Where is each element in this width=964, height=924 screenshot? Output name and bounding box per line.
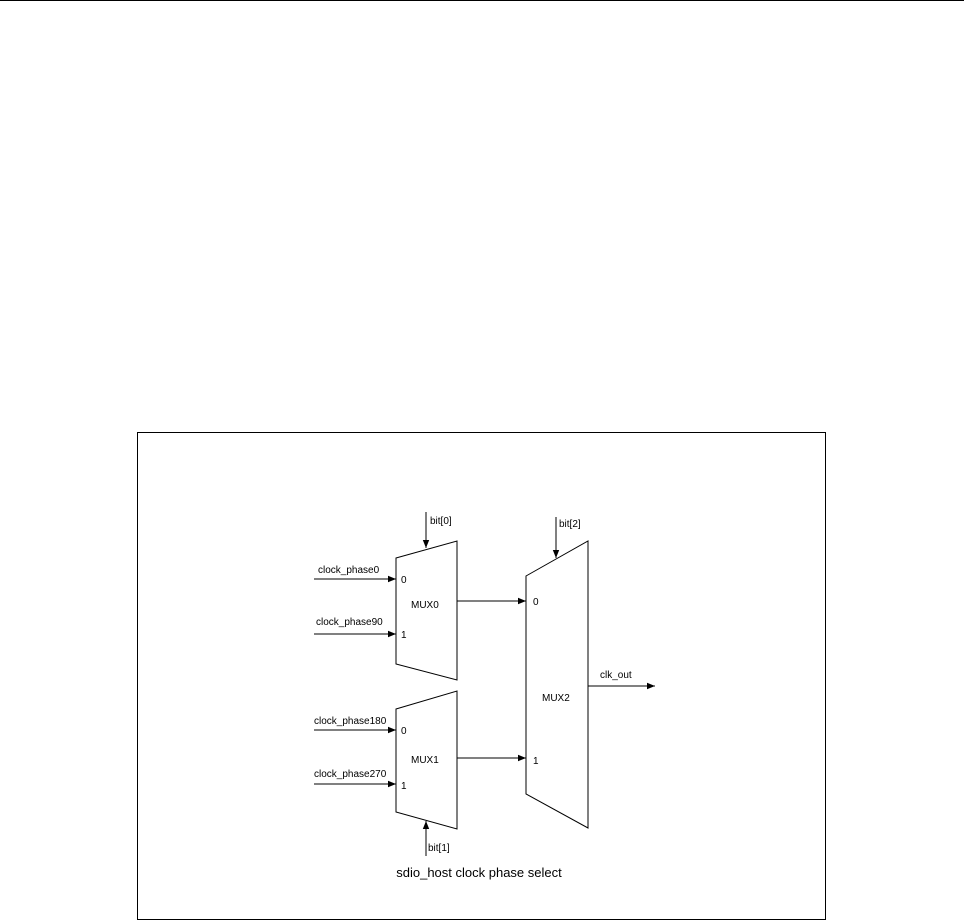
figure-caption: sdio_host clock phase select [396,865,562,880]
mux0-port-0: 0 [401,575,407,586]
mux0-block [395,540,458,681]
page-top-rule [0,0,964,1]
mux2-port-0: 0 [533,597,539,608]
mux2-block [525,540,589,829]
mux1-label: MUX1 [411,755,439,766]
clock-phase180-label: clock_phase180 [314,716,387,727]
mux2-select-label: bit[2] [559,519,581,530]
figure-frame [137,432,826,920]
clock-phase0-label: clock_phase0 [318,565,380,576]
mux0-label: MUX0 [411,600,439,611]
mux0-select-label: bit[0] [430,516,452,527]
mux1-port-1: 1 [401,781,407,792]
clock-phase90-label: clock_phase90 [316,617,383,628]
mux2-port-1: 1 [533,756,539,767]
clock-phase270-label: clock_phase270 [314,769,387,780]
mux1-port-0: 0 [401,726,407,737]
mux1-block [395,690,458,830]
mux0-port-1: 1 [401,630,407,641]
mux2-label: MUX2 [542,693,570,704]
mux1-select-label: bit[1] [428,843,450,854]
clk-out-label: clk_out [600,670,632,681]
